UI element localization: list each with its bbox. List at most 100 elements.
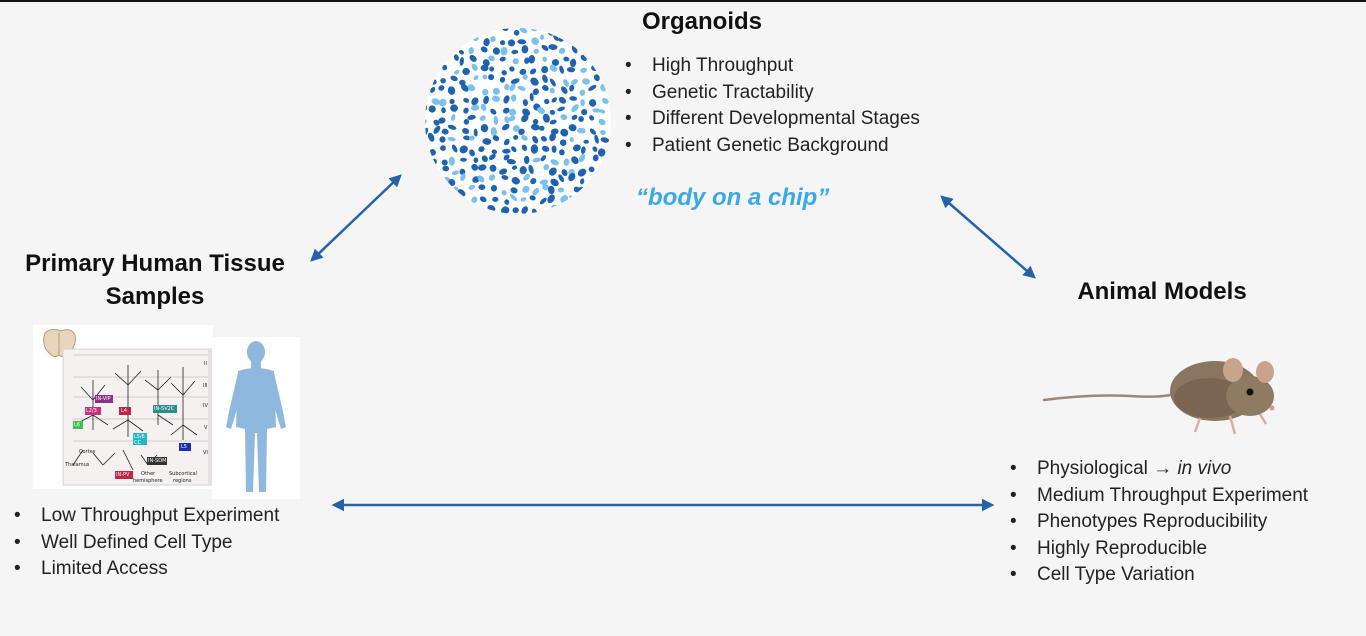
organoid-cell [541,145,550,152]
organoid-cell [511,165,518,170]
organoid-cell [600,137,610,143]
organoid-cell [532,118,539,125]
organoid-cell [492,196,499,202]
organoid-cell [518,128,525,136]
cortex-label-hemisphere: hemisphere [133,478,163,484]
organoid-cell [559,139,567,146]
organoid-cell [469,54,477,62]
organoid-cell [473,75,479,81]
organoid-cell [523,174,530,181]
organoid-cell [541,44,549,51]
organoid-cell [492,135,500,142]
organoid-cell [508,115,516,122]
organoid-cell [571,78,578,85]
organoid-cell [568,173,576,182]
list-item: Highly Reproducible [1010,536,1308,563]
organoid-cell [463,135,471,141]
organoid-cell [450,75,458,82]
organoid-cell [513,134,519,140]
organoid-cell [488,74,495,81]
organoid-cell [489,164,497,172]
organoid-cell [509,66,515,72]
organoid-cell [462,67,470,76]
organoid-cell [449,98,455,105]
organoid-cell [522,99,529,107]
organoid-cell [492,95,500,102]
organoid-cell [578,116,584,122]
cortex-label-l4: L4 [121,408,127,414]
organoid-cell [504,116,510,124]
organoid-cell [522,108,531,117]
list-item: Low Throughput Experiment [14,503,279,530]
organoid-cell [509,193,518,202]
organoid-cell [531,37,540,45]
organoid-cell [594,134,599,144]
organoid-cell [441,128,449,135]
organoid-cell [563,158,570,166]
cortex-layer-v: V [204,425,208,431]
cortex-label-l56-cc: L5/6 CC [134,434,145,446]
organoid-cell [442,165,450,172]
list-item: Physiological → in vivo [1010,456,1308,483]
organoid-cell [592,108,602,113]
animal-models-title: Animal Models [1077,278,1247,305]
organoid-cell [577,127,586,134]
organoid-cell [569,58,577,68]
organoid-cell [550,178,559,187]
organoid-cell [441,159,448,166]
organoid-cell [551,145,557,153]
organoid-sphere-image [425,28,611,214]
organoid-cell [592,154,599,162]
organoid-cell [427,132,435,142]
organoid-cell [549,132,556,142]
organoid-cell [539,197,547,205]
organoid-cell [439,136,446,143]
organoid-cell [572,144,581,152]
organoid-cell [511,49,519,55]
cortex-label-other: Other [141,471,156,477]
organoid-cell [583,139,589,144]
cortex-label-in-pv: IN-PV [116,472,130,478]
organoid-cell [543,164,550,171]
bullet-text: Physiological → [1037,458,1178,479]
arrow-organoids-animal [940,195,1036,279]
organoid-cell [561,86,568,94]
human-silhouette-icon [212,337,300,499]
cortex-label-in-som: IN-SOM [148,458,167,464]
organoid-cell [589,115,595,121]
organoid-cell [541,66,549,74]
organoid-cell [460,173,466,182]
organoid-cell [528,164,534,174]
organoid-cell [568,124,577,132]
organoid-cell [557,187,565,193]
organoid-cell [582,78,590,85]
organoid-cell [512,207,519,214]
organoid-cell [560,128,569,137]
organoid-cell [460,157,467,162]
organoid-cell [547,194,555,204]
organoid-cell [451,170,459,176]
organoid-cell [569,96,578,101]
organoid-cell [571,156,579,165]
organoid-cell [532,187,540,196]
organoid-cell [488,55,495,62]
list-item: Cell Type Variation [1010,562,1308,589]
bullet-italic-text: in vivo [1177,458,1232,479]
organoid-cell [519,166,527,175]
organoid-cell [510,94,517,102]
organoid-cell [531,123,540,131]
organoid-cell [463,107,469,114]
cortex-layer-vi: VI [203,450,208,456]
organoid-cell [451,144,458,153]
organoid-cell [482,138,492,145]
organoid-cell [479,196,487,203]
organoid-cell [566,67,576,73]
organoid-cell [510,78,520,85]
organoid-cell [499,76,506,83]
organoid-cell [499,56,506,62]
organoid-cell [601,98,609,104]
organoid-cell [504,83,510,91]
organoid-cell [467,84,476,92]
organoid-cell [599,109,606,114]
organoid-cell [506,159,516,165]
